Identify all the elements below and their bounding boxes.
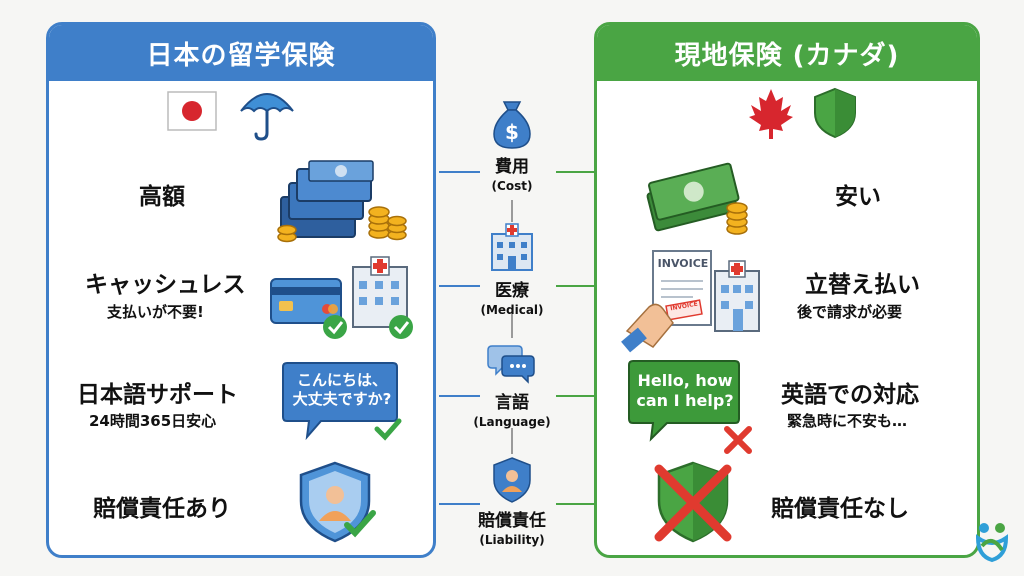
japan-insurance-panel: 日本の留学保険 高額 キャッシュレス 支払いが不要! — [46, 22, 436, 558]
canada-language-title: 英語での対応 — [781, 382, 919, 408]
japan-cost-title: 高額 — [139, 184, 185, 210]
money-bag-icon — [493, 101, 531, 149]
money-stacks-icon — [277, 160, 407, 243]
japan-medical-title: キャッシュレス — [85, 272, 246, 298]
japan-medical-subtitle: 支払いが不要! — [107, 303, 204, 321]
invoice-hospital-icon — [621, 250, 760, 353]
japanese-speech-bubble-icon — [282, 362, 402, 441]
english-speech-bubble-icon — [628, 360, 752, 454]
category-cost-en: (Cost) — [491, 179, 533, 193]
brand-logo-icon — [975, 523, 1009, 563]
canada-insurance-panel: 現地保険 (カナダ) 安い INVOICE INVOICE 立替え払い 後で請求… — [594, 22, 980, 558]
category-liability-jp: 賠償責任 — [478, 511, 546, 531]
canada-medical-title: 立替え払い — [805, 272, 920, 298]
shield-person-check-icon — [299, 461, 376, 543]
green-shield-icon — [814, 87, 856, 139]
japan-language-subtitle: 24時間365日安心 — [89, 412, 217, 430]
japanese-bubble-line2: 大丈夫ですか? — [292, 389, 392, 408]
invoice-label: INVOICE — [657, 257, 709, 270]
english-bubble-line2: can I help? — [636, 391, 734, 410]
category-liability-en: (Liability) — [479, 533, 545, 547]
canada-cost-title: 安い — [835, 184, 881, 210]
crossed-shield-icon — [654, 461, 732, 543]
category-medical-jp: 医療 — [495, 281, 529, 301]
category-language-en: (Language) — [473, 415, 551, 429]
category-cost-jp: 費用 — [495, 157, 529, 177]
card-hospital-icon — [270, 256, 413, 339]
speech-bubbles-icon — [487, 345, 535, 384]
japanese-bubble-line1: こんにちは、 — [296, 371, 387, 389]
japan-language-title: 日本語サポート — [77, 382, 238, 408]
category-language-jp: 言語 — [495, 393, 529, 413]
category-medical-en: (Medical) — [480, 303, 544, 317]
japan-flag-icon — [167, 91, 217, 131]
japan-liability-title: 賠償責任あり — [93, 496, 231, 522]
money-bag-symbol: $ — [505, 120, 519, 144]
canada-panel-title: 現地保険 (カナダ) — [597, 25, 977, 81]
umbrella-icon — [240, 93, 294, 141]
canada-medical-subtitle: 後で請求が必要 — [797, 303, 903, 321]
canada-language-subtitle: 緊急時に不安も… — [787, 412, 908, 430]
cash-icon — [646, 162, 748, 235]
shield-person-icon — [493, 457, 531, 503]
maple-leaf-icon — [749, 89, 793, 139]
hospital-icon — [491, 223, 533, 271]
japan-panel-title: 日本の留学保険 — [49, 25, 433, 81]
english-bubble-line1: Hello, how — [637, 371, 733, 390]
canada-liability-title: 賠償責任なし — [771, 496, 909, 522]
